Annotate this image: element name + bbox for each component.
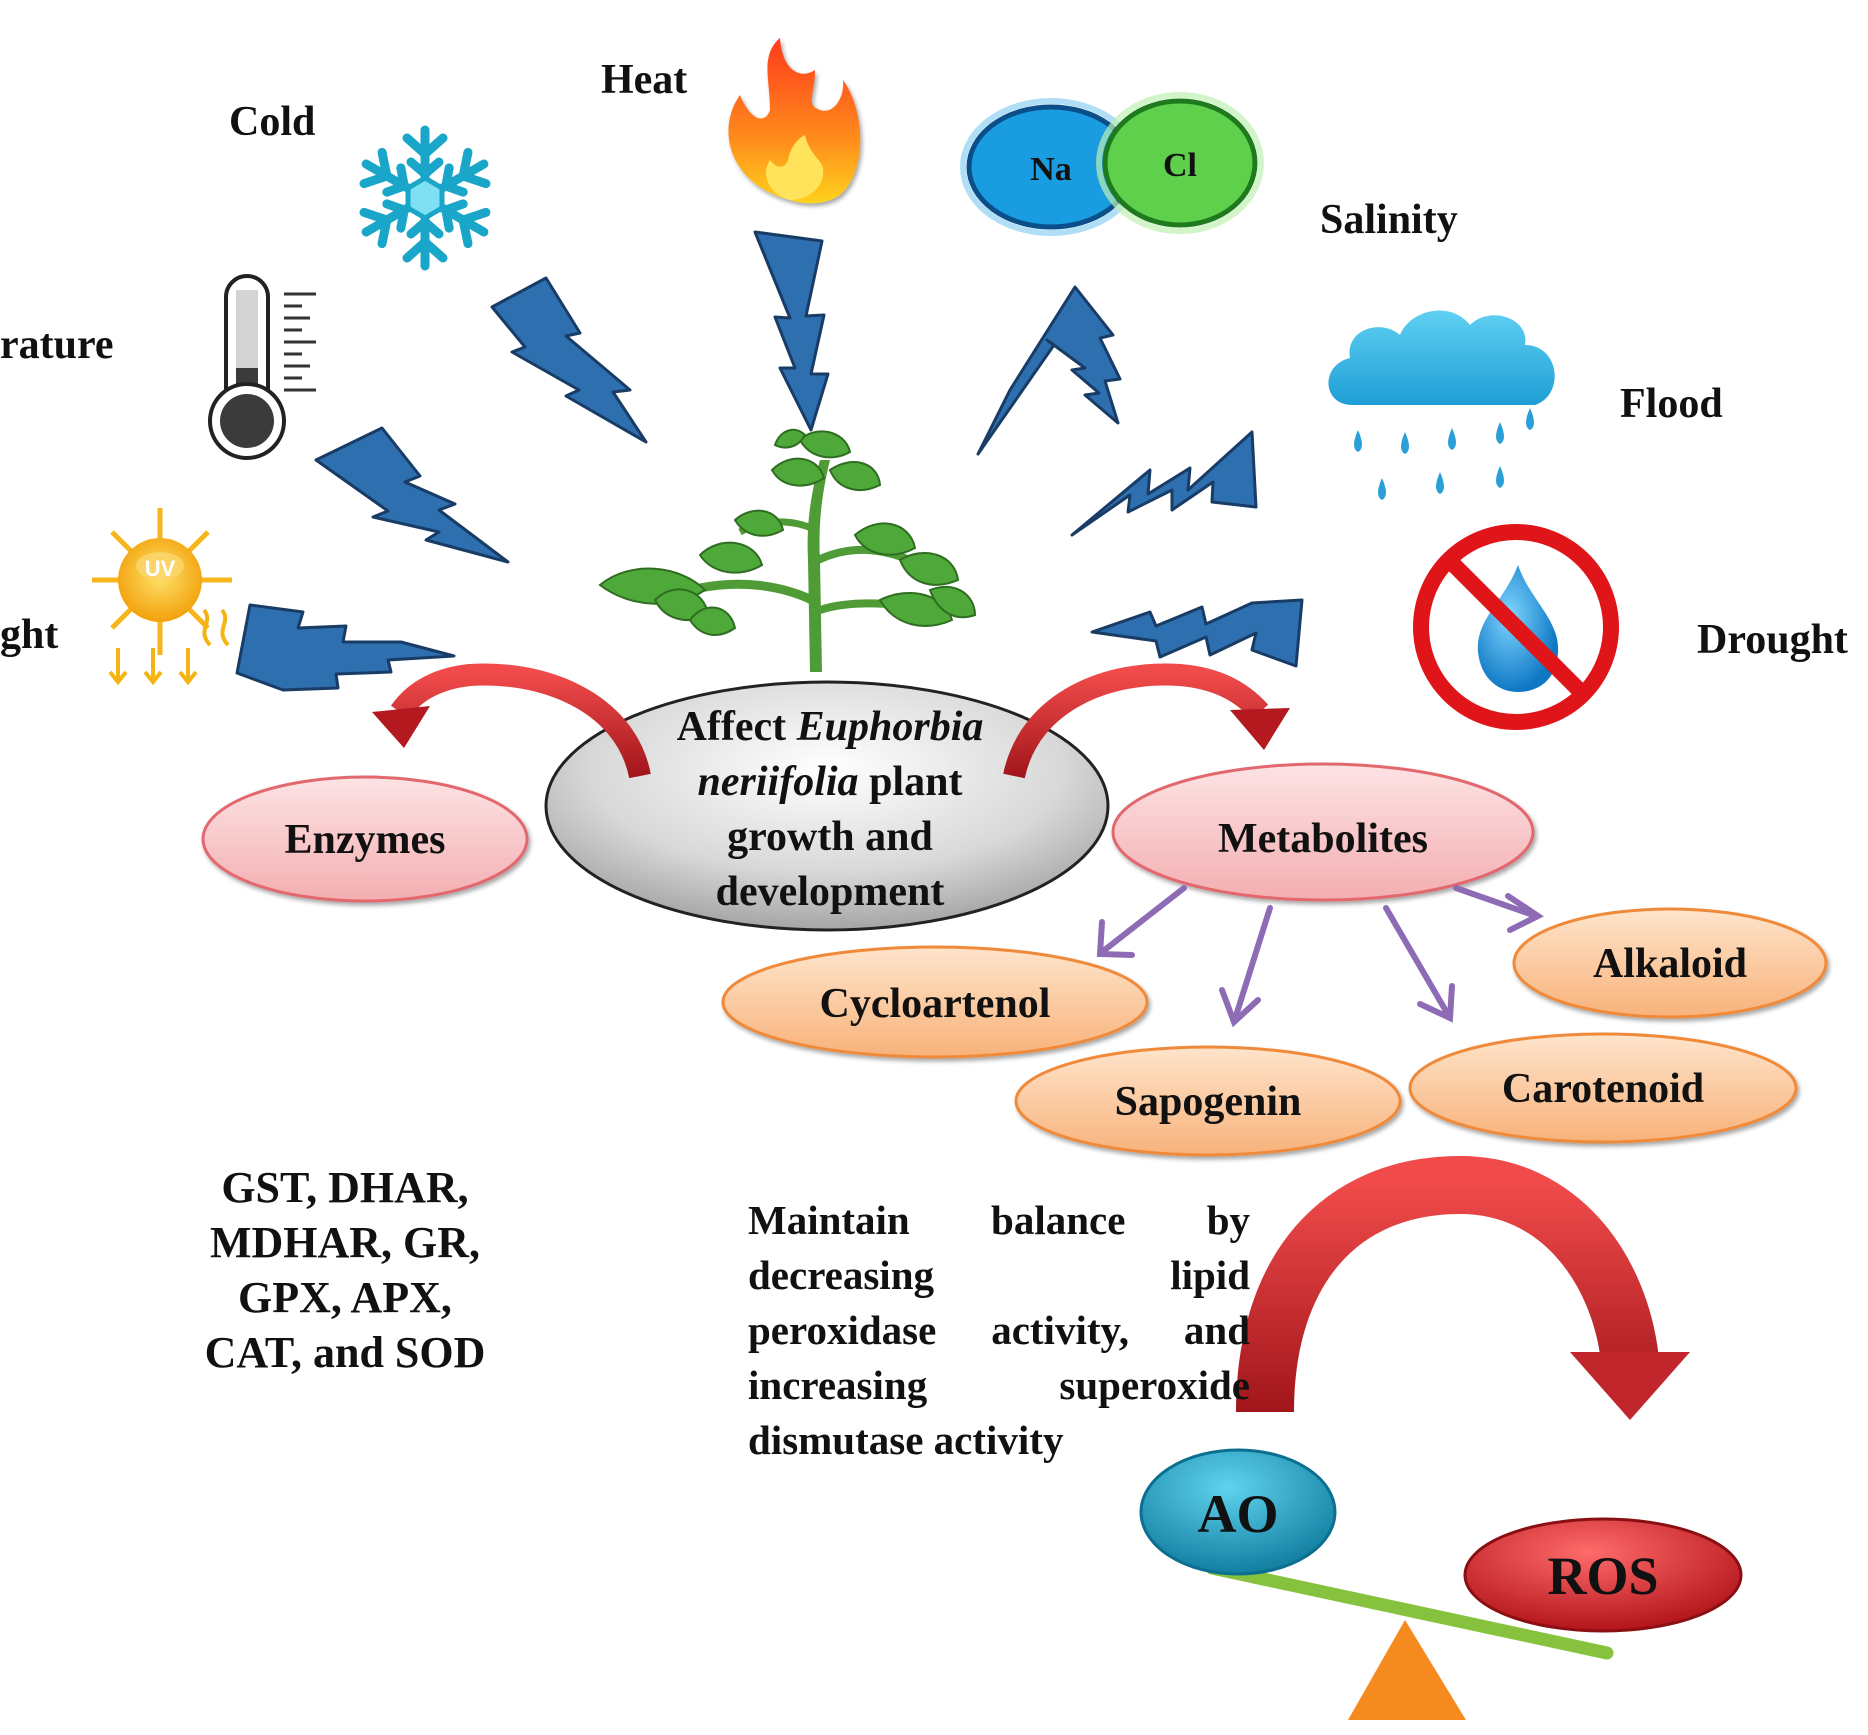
red-arrow-to-enzymes <box>372 663 651 779</box>
balance-line: dismutase activity <box>748 1417 1064 1463</box>
purple-arrows <box>1096 885 1544 1028</box>
label-cold: Cold <box>229 99 315 145</box>
genus-name: Euphorbia <box>796 704 984 750</box>
no-water-icon <box>1413 524 1619 730</box>
center-text: Affect Euphorbia neriifolia plant growth… <box>575 695 1085 925</box>
seesaw-beam <box>1205 1561 1614 1660</box>
ros-label: ROS <box>1547 1546 1658 1606</box>
arrow-to-sapogenin <box>1219 905 1273 1028</box>
arrow-to-carotenoid <box>1383 905 1455 1023</box>
snowflake-icon <box>357 125 493 266</box>
arrow-to-alkaloid <box>1453 885 1544 933</box>
label-salinity: Salinity <box>1320 197 1458 243</box>
enzymes-oval <box>201 775 529 903</box>
uv-label: UV <box>145 556 176 581</box>
label-heat: Heat <box>601 57 687 103</box>
cycloartenol-label: Cycloartenol <box>820 981 1051 1027</box>
balance-line: increasing superoxide <box>748 1362 1250 1408</box>
thermometer-icon <box>208 274 316 460</box>
center-line-2: neriifolia plant <box>697 759 963 805</box>
salt-icon: Na Cl <box>960 92 1264 236</box>
center-line-1: Affect Euphorbia <box>676 704 984 750</box>
label-light: ght <box>0 612 58 658</box>
ao-label: AO <box>1198 1484 1279 1544</box>
rain-cloud-icon <box>1328 310 1555 500</box>
label-flood: Flood <box>1620 381 1723 427</box>
balance-line: Maintain balance by <box>748 1197 1250 1243</box>
bolt-heat <box>753 230 830 432</box>
uv-sun-icon: UV <box>92 508 232 686</box>
bolt-light <box>235 603 456 692</box>
enzyme-list-line: CAT, and SOD <box>204 1328 486 1377</box>
sapogenin-label: Sapogenin <box>1115 1079 1302 1125</box>
plant-icon <box>598 428 977 672</box>
label-temperature: rature <box>0 322 114 368</box>
enzyme-list-line: MDHAR, GR, <box>209 1218 481 1267</box>
balance-line: peroxidase activity, and <box>748 1307 1250 1353</box>
red-arrow-to-metabolites <box>1003 663 1290 779</box>
fire-icon <box>728 38 861 204</box>
enzyme-list: GST, DHAR, MDHAR, GR, GPX, APX, CAT, and… <box>180 1160 510 1380</box>
enzyme-list-line: GST, DHAR, <box>221 1163 469 1212</box>
center-line-4: development <box>715 869 945 915</box>
cycloartenol-oval <box>721 945 1149 1059</box>
label-drought: Drought <box>1697 617 1848 663</box>
bolt-flood <box>1070 430 1258 537</box>
ros-oval <box>1463 1517 1743 1633</box>
metabolites-oval <box>1111 762 1535 902</box>
alkaloid-oval <box>1512 907 1828 1019</box>
big-red-arc-arrow <box>1236 1155 1690 1420</box>
species-name: neriifolia <box>697 759 859 805</box>
bolt-drought <box>1090 598 1304 668</box>
bolt-temperature <box>314 426 510 564</box>
enzyme-list-line: GPX, APX, <box>238 1273 452 1322</box>
alkaloid-label: Alkaloid <box>1593 941 1747 987</box>
seesaw <box>1205 1561 1614 1720</box>
stress-bolts <box>235 230 1304 692</box>
balance-description: Maintain balance by decreasing lipid per… <box>748 1193 1250 1468</box>
na-label: Na <box>1030 151 1072 188</box>
arrow-to-cycloartenol <box>1096 885 1187 958</box>
fulcrum-triangle <box>1348 1620 1466 1720</box>
carotenoid-label: Carotenoid <box>1502 1066 1704 1112</box>
bolt-cold <box>490 276 648 444</box>
ao-oval <box>1139 1448 1337 1576</box>
center-line-3: growth and <box>727 814 933 860</box>
center-oval <box>544 680 1110 932</box>
metabolites-label: Metabolites <box>1218 816 1428 862</box>
balance-line: decreasing lipid <box>748 1252 1250 1298</box>
enzymes-label: Enzymes <box>285 817 446 863</box>
cl-label: Cl <box>1163 147 1197 184</box>
bolt-salinity <box>976 285 1122 456</box>
sapogenin-oval <box>1014 1045 1402 1157</box>
carotenoid-oval <box>1408 1032 1798 1144</box>
